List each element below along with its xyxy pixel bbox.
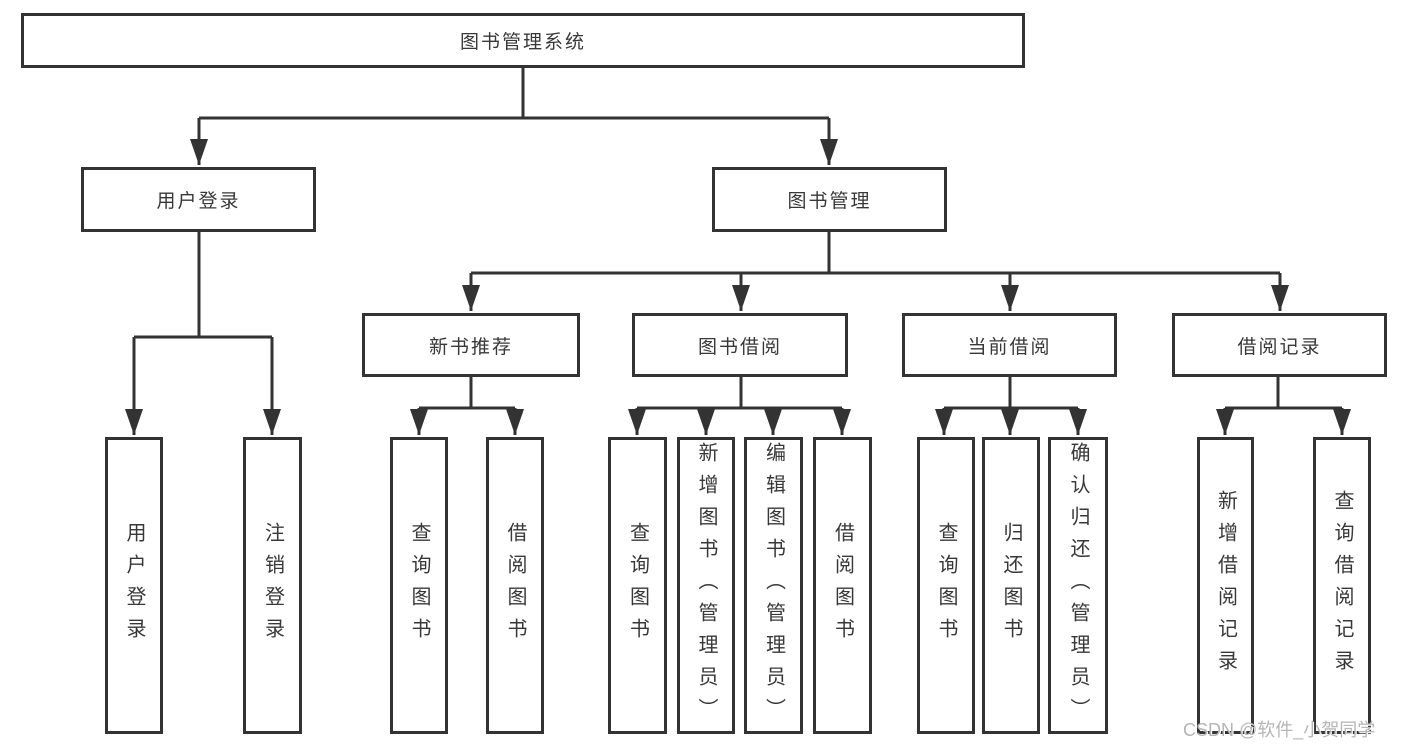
leaf-user-login: 用户登录 [105,437,163,734]
node-book-management: 图书管理 [712,167,947,232]
leaf-query-borrow-record: 查询借阅记录 [1313,437,1371,734]
leaf-add-books-admin: 新增图书（管理员） [677,437,735,734]
leaf-add-borrow-record: 新增借阅记录 [1197,437,1254,734]
node-new-book-recommend: 新书推荐 [362,313,580,377]
leaf-query-books-recommend: 查询图书 [390,437,448,734]
leaf-return-books: 归还图书 [982,437,1040,734]
leaf-query-books-borrowing: 查询图书 [608,437,667,734]
node-book-borrowing: 图书借阅 [632,313,848,377]
node-current-borrowing: 当前借阅 [902,313,1117,377]
node-root-library-system: 图书管理系统 [21,13,1025,68]
csdn-watermark: CSDN @软件_小贺同学 [1183,720,1376,740]
node-user-login: 用户登录 [81,167,316,232]
leaf-confirm-return-admin: 确认归还（管理员） [1048,437,1108,734]
connector-arrows [125,118,1351,435]
leaf-borrow-books: 借阅图书 [813,437,872,734]
leaf-edit-books-admin: 编辑图书（管理员） [744,437,803,734]
leaf-logout: 注销登录 [243,437,302,734]
connector-trunks [134,68,1342,410]
node-borrowing-records: 借阅记录 [1172,313,1387,377]
leaf-borrow-books-recommend: 借阅图书 [486,437,544,734]
leaf-query-books-current: 查询图书 [917,437,975,734]
